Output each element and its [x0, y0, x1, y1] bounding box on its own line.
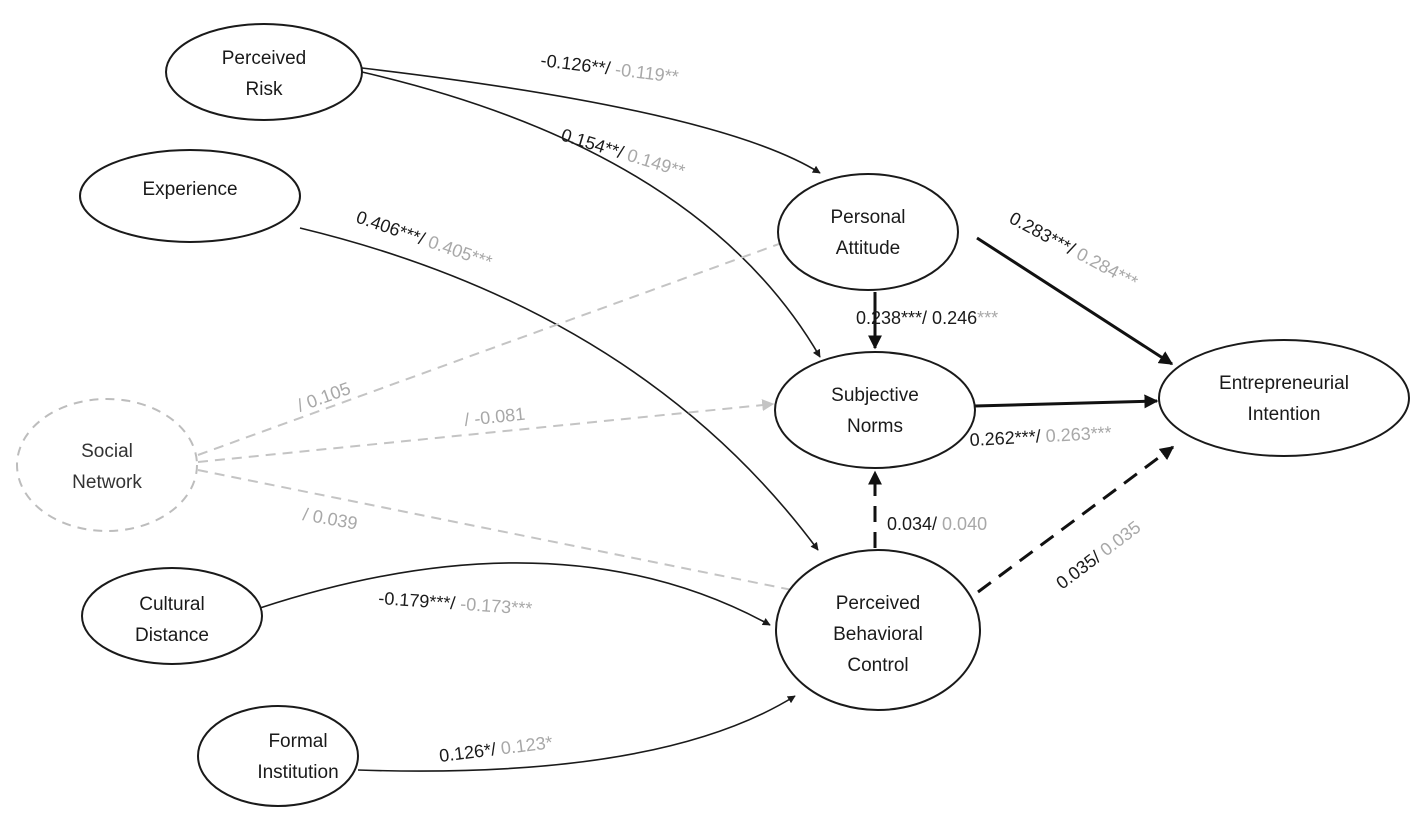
label-attitude-to-intention: 0.283***/ 0.284***: [1006, 208, 1141, 292]
edge-formal-to-pbc: [357, 695, 796, 772]
node-cultural-distance: Cultural Distance: [81, 567, 263, 665]
label-risk-to-attitude: -0.126**/ -0.119**: [540, 50, 680, 87]
node-label-line: Distance: [135, 625, 209, 646]
label-norms-to-intention: 0.262***/ 0.263***: [969, 423, 1112, 450]
node-label-line: Control: [847, 655, 908, 676]
node-label-line: Perceived: [222, 48, 307, 69]
node-perceived-behavioral-control: Perceived Behavioral Control: [775, 549, 981, 711]
edge-labels: -0.126**/ -0.119** 0.154**/ 0.149** 0.40…: [295, 50, 1145, 766]
label-attitude-to-norms: 0.238***/ 0.246***: [856, 308, 998, 328]
node-label-line: Personal: [831, 207, 906, 228]
edge-network-to-attitude: [197, 238, 792, 456]
node-label-line: Behavioral: [833, 624, 923, 645]
node-label-line: Intention: [1248, 404, 1321, 425]
edge-cultural-to-pbc: [259, 562, 771, 626]
node-label-line: Network: [72, 472, 142, 493]
label-experience-to-pbc: 0.406***/ 0.405***: [354, 207, 495, 272]
node-entrepreneurial-intention: Entrepreneurial Intention: [1158, 339, 1410, 457]
node-label-line: Norms: [847, 416, 903, 437]
node-label-line: Attitude: [836, 238, 900, 259]
edge-attitude-to-intention: [976, 236, 1174, 366]
node-label-line: Formal: [268, 731, 327, 752]
node-label-line: Risk: [246, 79, 283, 100]
node-formal-institution: Formal Institution: [197, 705, 359, 807]
edge-risk-to-attitude: [361, 67, 821, 174]
label-network-to-norms: / -0.081: [463, 404, 526, 430]
node-subjective-norms: Subjective Norms: [774, 351, 976, 469]
node-label-line: Entrepreneurial: [1219, 373, 1349, 394]
label-network-to-pbc: / 0.039: [301, 504, 359, 533]
node-label-line: Perceived: [836, 593, 921, 614]
node-social-network: Social Network: [16, 398, 198, 532]
node-label-line: Experience: [142, 179, 237, 200]
node-personal-attitude: Personal Attitude: [777, 173, 959, 291]
edge-experience-to-pbc: [299, 227, 819, 551]
node-perceived-risk: Perceived Risk: [165, 23, 363, 121]
node-label-line: Subjective: [831, 385, 919, 406]
edges: [197, 67, 1175, 772]
label-pbc-to-intention: 0.035/ 0.035: [1052, 517, 1144, 593]
node-label-line: Cultural: [139, 594, 204, 615]
label-pbc-to-norms: 0.034/ 0.040: [887, 514, 987, 534]
node-label-line: Institution: [257, 762, 338, 783]
label-cultural-to-pbc: -0.179***/ -0.173***: [378, 588, 533, 619]
label-network-to-attitude: / 0.105: [295, 378, 354, 416]
node-experience: Experience: [79, 149, 301, 243]
node-label-line: Social: [81, 441, 133, 462]
edge-risk-to-norms: [361, 71, 821, 358]
edge-network-to-pbc: [197, 469, 804, 596]
edge-network-to-norms: [197, 399, 775, 463]
edge-norms-to-intention: [974, 394, 1159, 409]
edge-pbc-to-intention: [977, 445, 1175, 594]
label-formal-to-pbc: 0.126*/ 0.123*: [438, 732, 554, 766]
label-risk-to-norms: 0.154**/ 0.149**: [559, 125, 687, 182]
